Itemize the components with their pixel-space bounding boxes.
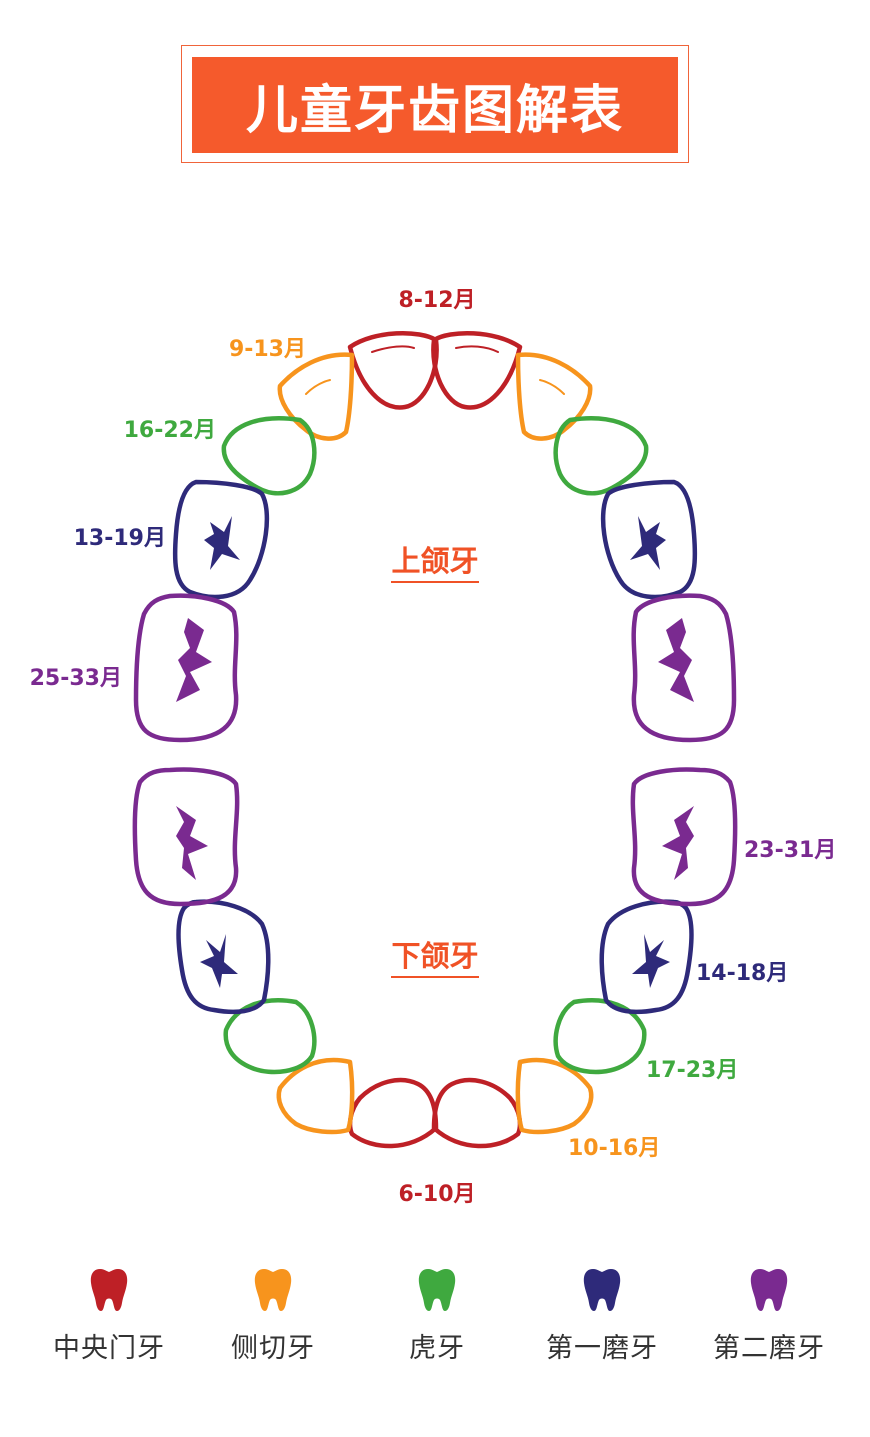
upper-lateral-highlight-right xyxy=(539,379,565,395)
legend-label: 中央门牙 xyxy=(53,1333,165,1364)
upper-canine-right xyxy=(556,418,647,493)
upper-lateral-incisor-right xyxy=(518,355,590,439)
upper-first-molar-left-fissure xyxy=(204,516,240,570)
lower-canine-age: 17-23月 xyxy=(646,1058,738,1083)
lower-central-incisor-right xyxy=(434,1080,520,1146)
upper-first-molar-age: 13-19月 xyxy=(74,526,166,551)
upper-jaw-label-text: 上颌牙 xyxy=(391,538,479,583)
tooth-icon xyxy=(583,1269,621,1311)
lower-second-molar-age: 23-31月 xyxy=(744,838,836,863)
upper-central-highlight-right xyxy=(455,345,499,353)
upper-canine-age: 16-22月 xyxy=(124,418,216,443)
upper-canine-left xyxy=(224,418,315,493)
upper-jaw-label: 上颌牙 xyxy=(335,538,535,583)
legend-label: 第二磨牙 xyxy=(713,1333,825,1364)
upper-central-age: 8-12月 xyxy=(398,288,475,313)
upper-central-highlight-left xyxy=(371,345,415,353)
lower-central-age: 6-10月 xyxy=(398,1182,475,1207)
upper-lateral-incisor-left xyxy=(280,355,352,439)
legend-label: 侧切牙 xyxy=(231,1333,315,1364)
lower-second-molar-right-fissure xyxy=(662,806,694,880)
lower-first-molar-left-fissure xyxy=(200,934,238,988)
upper-central-incisor-left xyxy=(350,333,437,407)
lower-jaw-label-text: 下颌牙 xyxy=(391,933,479,978)
upper-lateral-highlight-left xyxy=(305,379,331,395)
legend-item-canine: 虎牙 xyxy=(352,1268,522,1365)
title-frame xyxy=(181,45,689,163)
lower-jaw-label: 下颌牙 xyxy=(335,933,535,978)
legend-label: 虎牙 xyxy=(409,1333,465,1364)
upper-first-molar-right-fissure xyxy=(630,516,666,570)
tooth-icon xyxy=(418,1269,456,1311)
legend-item-second-molar: 第二磨牙 xyxy=(684,1268,854,1365)
upper-lateral-age: 9-13月 xyxy=(229,337,306,362)
lower-central-incisor-left xyxy=(350,1080,436,1146)
lower-first-molar-right-fissure xyxy=(632,934,670,988)
tooth-icon xyxy=(90,1269,128,1311)
lower-first-molar-age: 14-18月 xyxy=(696,961,788,986)
upper-second-molar-left-fissure xyxy=(176,618,212,702)
legend-item-lateral-incisor: 侧切牙 xyxy=(188,1268,358,1365)
legend-item-first-molar: 第一磨牙 xyxy=(517,1268,687,1365)
tooth-icon xyxy=(254,1269,292,1311)
page-title: 儿童牙齿图解表 xyxy=(192,57,678,153)
legend-item-central-incisor: 中央门牙 xyxy=(24,1268,194,1365)
lower-lateral-age: 10-16月 xyxy=(568,1136,660,1161)
tooth-icon xyxy=(750,1269,788,1311)
upper-second-molar-age: 25-33月 xyxy=(30,666,122,691)
lower-second-molar-left-fissure xyxy=(176,806,208,880)
upper-second-molar-right-fissure xyxy=(658,618,694,702)
upper-central-incisor-right xyxy=(433,333,520,407)
legend-label: 第一磨牙 xyxy=(546,1333,658,1364)
